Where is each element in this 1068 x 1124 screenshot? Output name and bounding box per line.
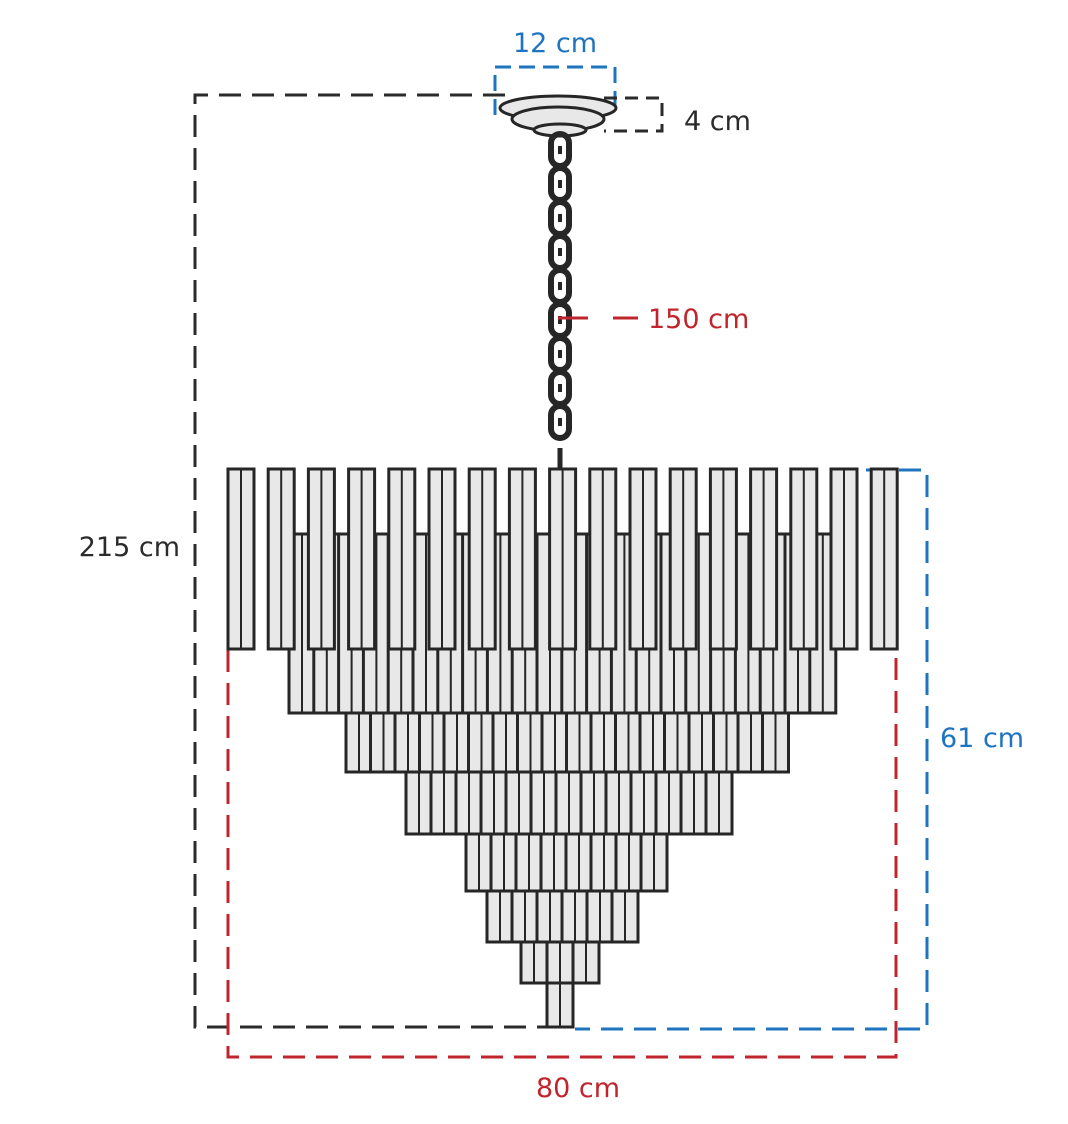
body-height-bracket <box>575 468 929 1031</box>
body-width-label: 80 cm <box>536 1073 620 1104</box>
canopy-width-label: 12 cm <box>513 28 597 59</box>
crystal-body <box>226 467 899 1029</box>
suspension-chain <box>548 131 572 472</box>
ceiling-canopy <box>498 94 618 138</box>
chain-link <box>548 403 572 441</box>
body-width-bracket <box>226 650 898 1059</box>
canopy-height-bracket <box>604 96 664 133</box>
total-height-label: 215 cm <box>79 532 180 563</box>
total-height-bracket <box>193 93 548 1029</box>
body-height-label: 61 cm <box>940 723 1024 754</box>
chain-length-label: 150 cm <box>648 304 749 335</box>
canopy-width-bracket <box>493 65 617 115</box>
canopy-height-label: 4 cm <box>684 106 751 137</box>
